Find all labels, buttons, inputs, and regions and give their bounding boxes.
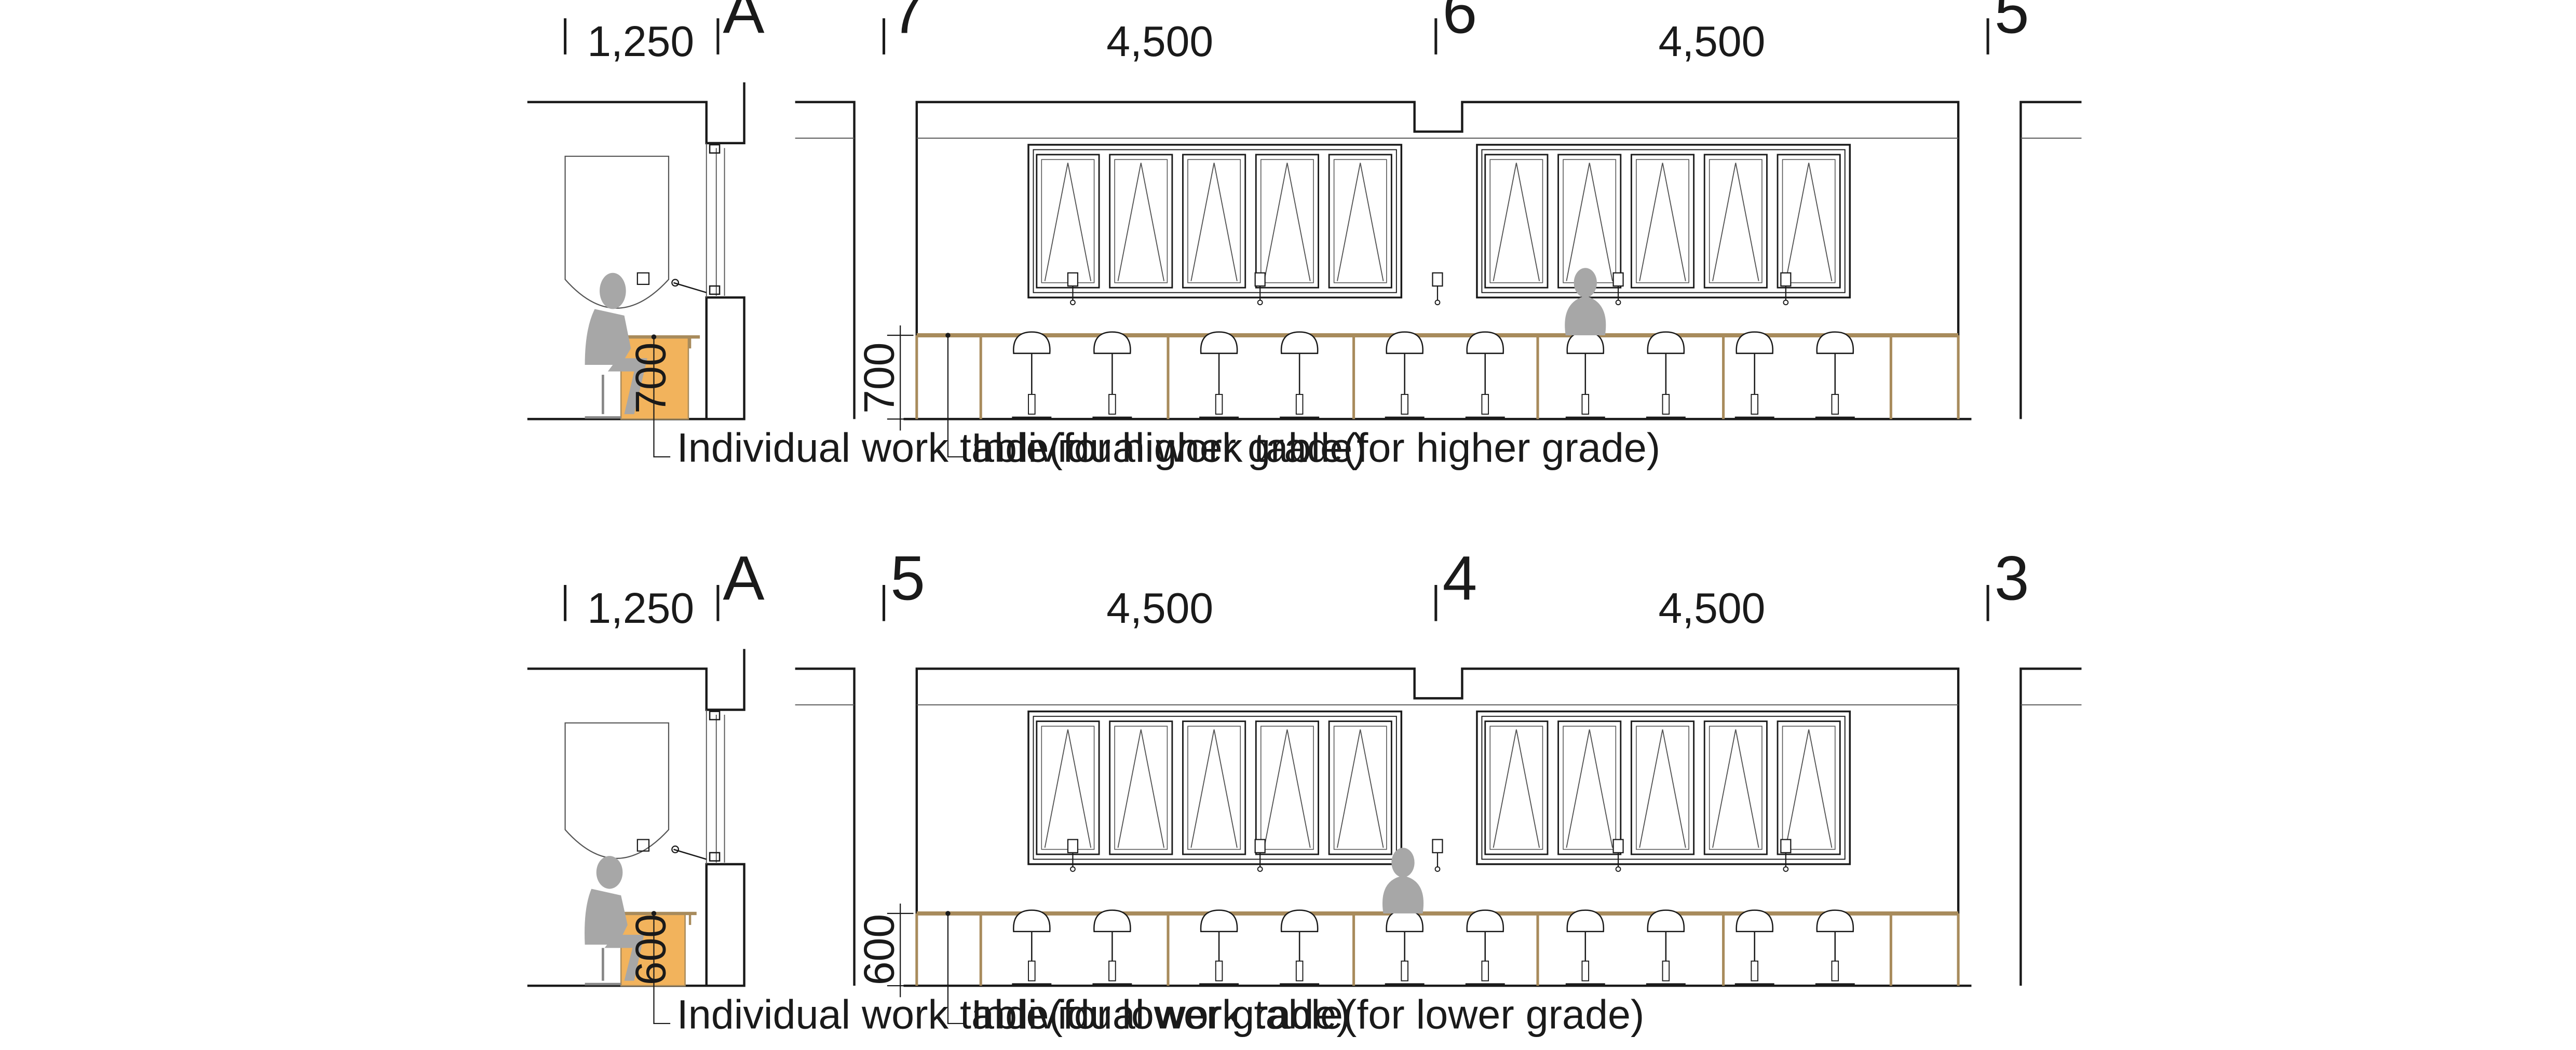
person-silhouette-icon — [585, 856, 644, 986]
stool-icon — [1734, 331, 1774, 418]
stool-icon — [1565, 909, 1605, 985]
person-silhouette-icon — [585, 272, 647, 419]
bay-label-2: 4,500 — [1659, 585, 1766, 632]
desk-lamp-icon — [636, 839, 650, 852]
section-height-label: 700 — [628, 343, 675, 414]
section-table-note: Individual work table(for higher grade) — [677, 425, 1366, 471]
stool-icon — [1815, 331, 1855, 418]
desk-lamp-icon — [1780, 839, 1792, 872]
bay-label-1: 4,500 — [1106, 585, 1213, 632]
elevation-table-note: Individual work table(for higher grade) — [971, 425, 1660, 471]
stool-icon — [1465, 909, 1505, 985]
desk-lamp-icon — [1612, 839, 1624, 872]
stool-icon — [1465, 331, 1505, 418]
grid-label-5: 5 — [1995, 0, 2029, 47]
stool-icon — [1565, 331, 1605, 418]
section-width-label: 1,250 — [587, 585, 694, 632]
window-group — [1027, 710, 1851, 865]
grid-label-6: 6 — [1442, 0, 1477, 47]
grid-label-4: 4 — [1442, 543, 1477, 613]
stool-icon — [1012, 331, 1052, 418]
bay-label-1: 4,500 — [1106, 18, 1213, 65]
desk-lamp-icon — [1780, 272, 1792, 306]
person-silhouette-icon — [1565, 268, 1606, 335]
grid-markers: 7 6 5 4,500 4,500 — [882, 0, 2029, 65]
long-elevation — [903, 101, 1972, 420]
grid-label-5: 5 — [890, 543, 925, 613]
elevation-height-dimension: 600 — [856, 903, 914, 998]
stool-icon — [1815, 909, 1855, 985]
bay-label-2: 4,500 — [1659, 18, 1766, 65]
elevation-height-label: 600 — [856, 914, 903, 985]
grid-label-a: A — [723, 0, 764, 47]
desk-lamp-icon — [1067, 839, 1079, 872]
section-table-note: Individual work table(for lower grade) — [677, 991, 1350, 1037]
stool-icon — [1385, 331, 1425, 418]
lamp-group — [1067, 839, 1792, 872]
window-icon — [1476, 710, 1851, 865]
stool-icon — [1092, 909, 1132, 985]
grid-label-7: 7 — [890, 0, 925, 47]
desk-lamp-icon — [1432, 839, 1443, 872]
stool-icon — [1012, 909, 1052, 985]
window-icon — [1027, 710, 1403, 865]
work-counter — [915, 333, 1960, 419]
stool-icon — [1646, 909, 1686, 985]
desk-lamp-icon — [1067, 272, 1079, 306]
stool-icon — [1092, 331, 1132, 418]
section-dimension: 1,250 A — [564, 543, 765, 632]
grid-markers: 5 4 3 4,500 4,500 — [882, 543, 2029, 632]
stool-icon — [1280, 909, 1320, 985]
lamp-group — [1067, 272, 1792, 306]
grid-label-a: A — [723, 543, 764, 613]
stool-group — [1012, 909, 1855, 985]
elevation-lower-grade: 1,250 A — [527, 543, 2082, 1037]
person-silhouette-icon — [1382, 848, 1424, 913]
elevation-table-note: Individual work table(for lower grade) — [971, 991, 1644, 1037]
work-counter — [915, 911, 1960, 986]
stool-icon — [1280, 331, 1320, 418]
stool-icon — [1199, 909, 1239, 985]
window-icon — [1027, 144, 1403, 298]
stool-icon — [1199, 331, 1239, 418]
section-table — [620, 912, 686, 987]
section-width-label: 1,250 — [587, 18, 694, 65]
section-dimension: 1,250 A — [564, 0, 765, 65]
section-height-label: 600 — [628, 914, 675, 985]
desk-lamp-icon — [1254, 839, 1266, 872]
elevation-height-dimension: 700 — [856, 325, 914, 431]
desk-lamp-icon — [636, 272, 650, 285]
long-elevation — [903, 667, 1972, 987]
elevation-height-label: 700 — [856, 343, 903, 414]
desk-lamp-icon — [1432, 272, 1443, 306]
desk-lamp-icon — [1612, 272, 1624, 306]
desk-lamp-icon — [1254, 272, 1266, 306]
elevation-higher-grade: 1,250 A — [527, 0, 2082, 471]
window-icon — [1476, 144, 1851, 298]
stool-icon — [1734, 909, 1774, 985]
stool-icon — [1385, 909, 1425, 985]
stool-icon — [1646, 331, 1686, 418]
stool-group — [1012, 331, 1855, 418]
grid-label-3: 3 — [1995, 543, 2029, 613]
